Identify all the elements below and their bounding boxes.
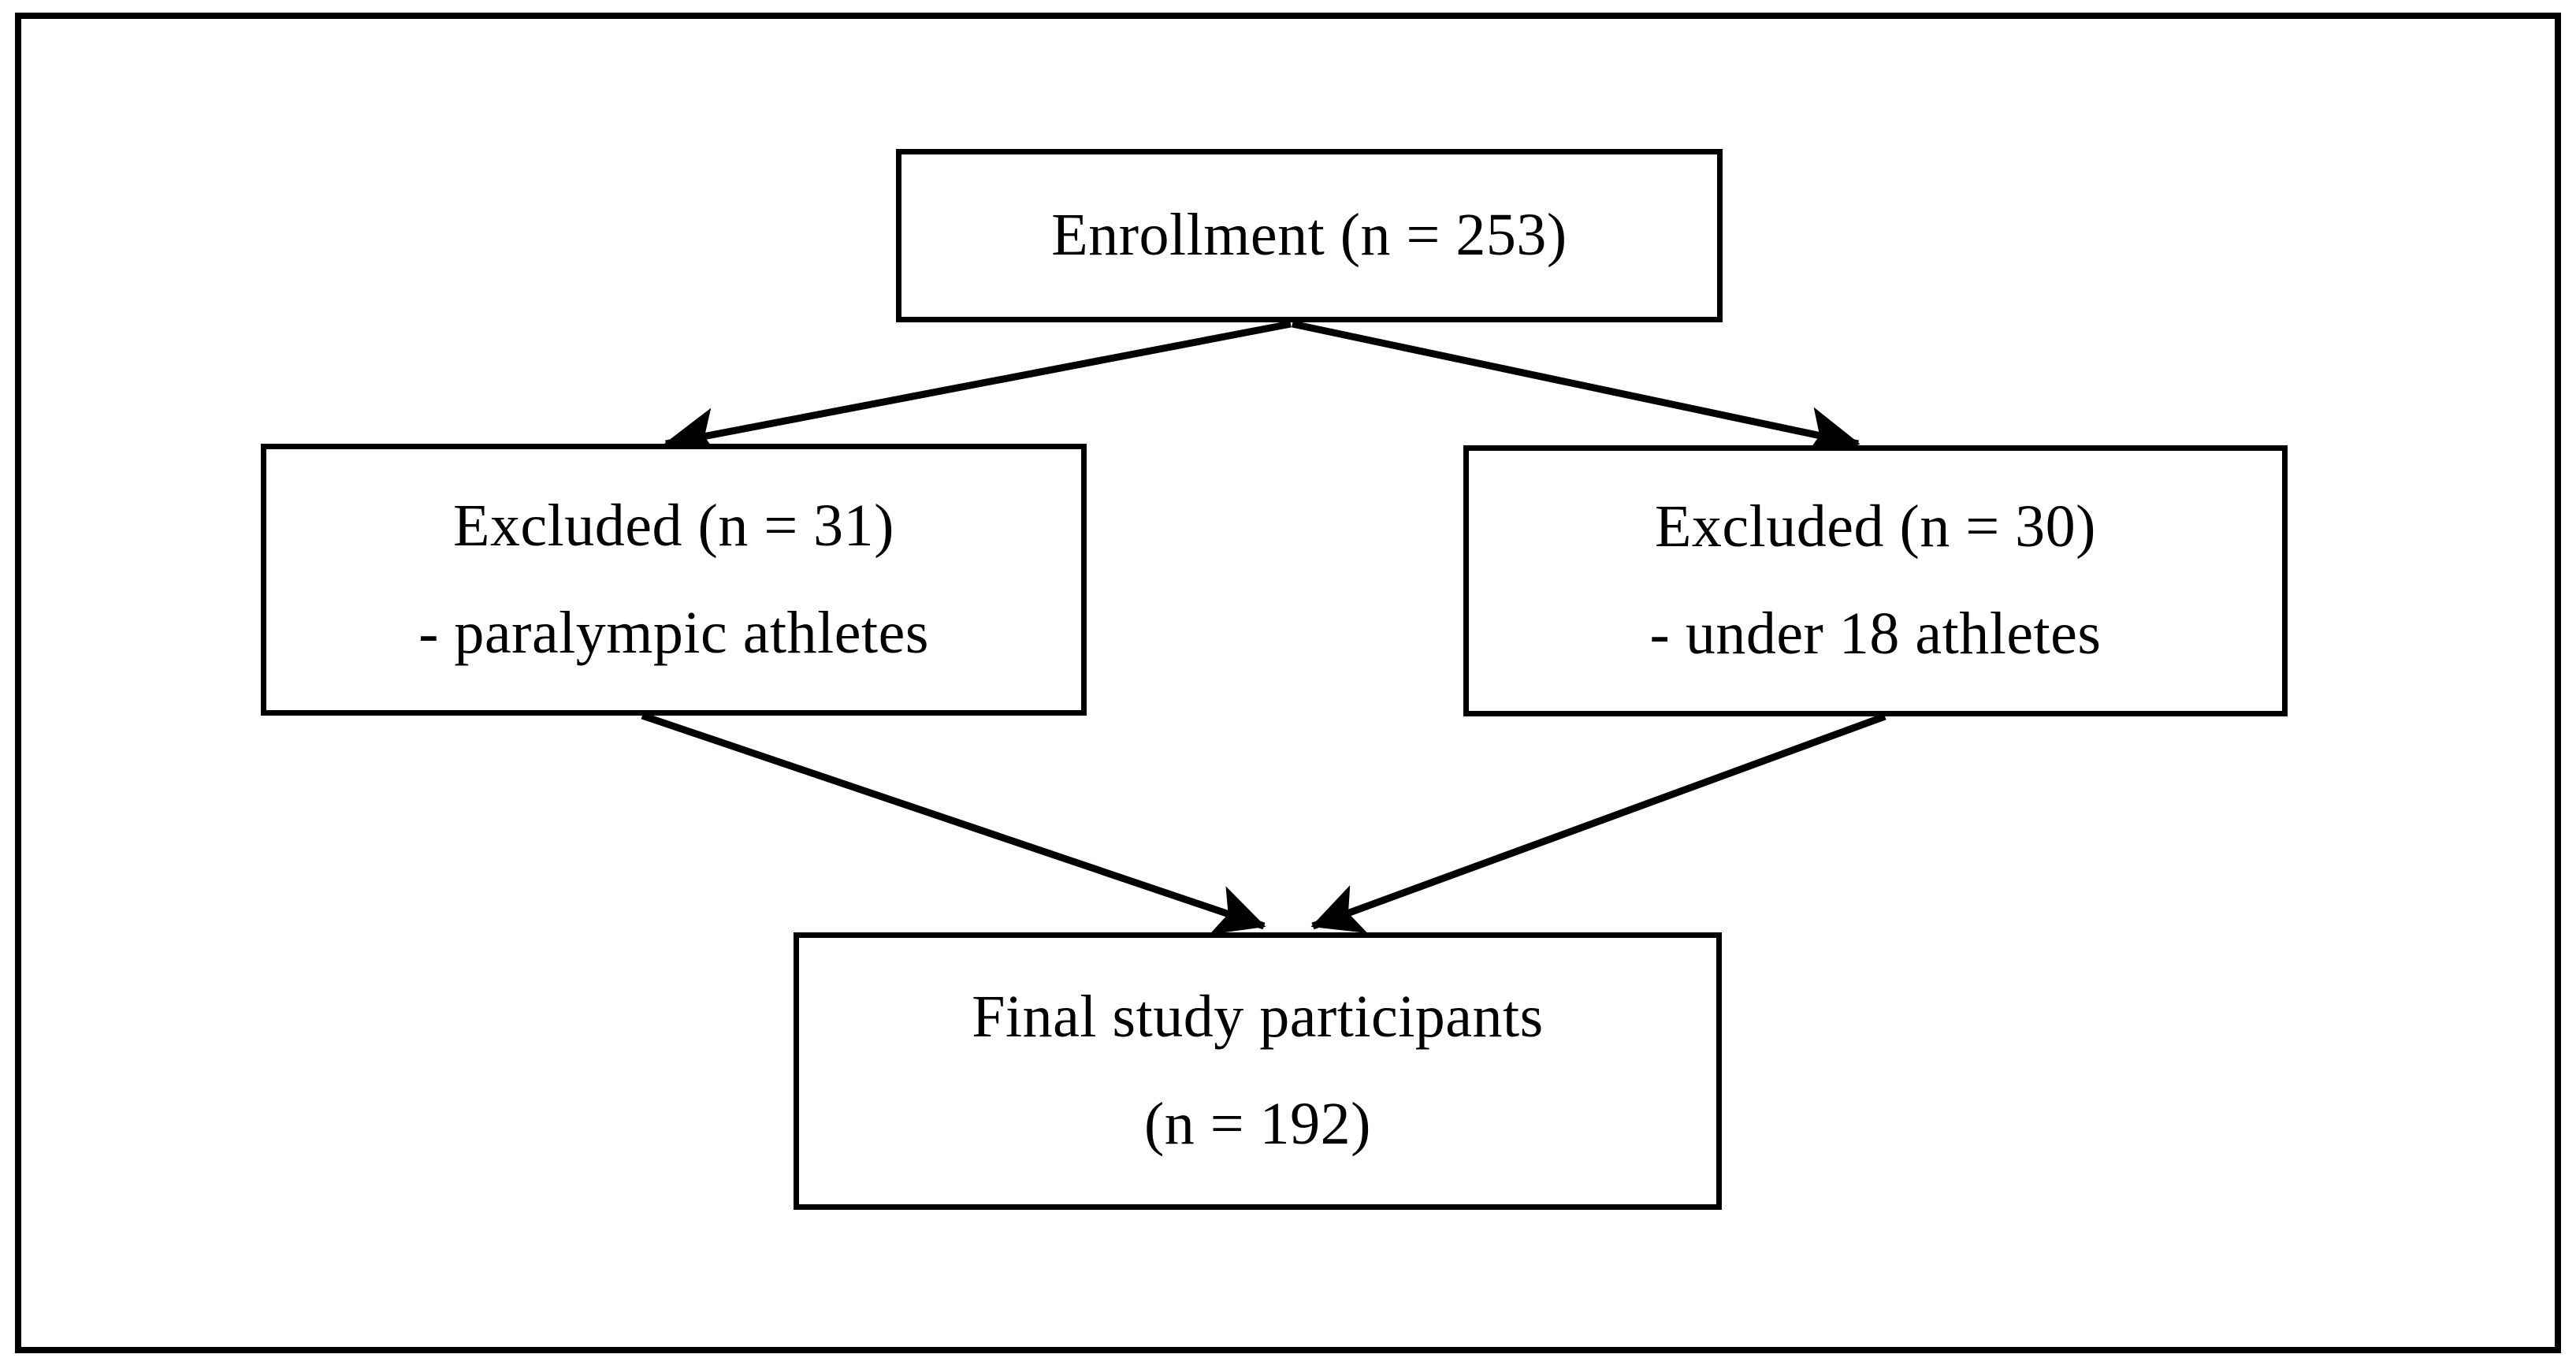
arrow-excluded-left-to-final xyxy=(641,712,1266,935)
figure-outer-frame xyxy=(15,13,2561,1353)
node-excluded-paralympic: Excluded (n = 31) - paralympic athletes xyxy=(261,444,1087,716)
node-final-participants-line-1: Final study participants xyxy=(972,984,1544,1051)
arrow-enrollment-to-excluded-left xyxy=(664,320,1292,460)
node-final-participants-line-2: (n = 192) xyxy=(1144,1091,1371,1157)
node-excluded-under18-line-2: - under 18 athletes xyxy=(1649,601,2102,667)
node-enrollment-line-1: Enrollment (n = 253) xyxy=(1051,202,1567,269)
node-excluded-paralympic-line-1: Excluded (n = 31) xyxy=(453,492,894,559)
node-excluded-under18-line-1: Excluded (n = 30) xyxy=(1655,493,2096,560)
arrow-enrollment-to-excluded-right xyxy=(1292,320,1860,459)
node-excluded-paralympic-line-2: - paralympic athletes xyxy=(418,599,929,666)
node-final-participants: Final study participants (n = 192) xyxy=(794,932,1722,1210)
node-excluded-under18: Excluded (n = 30) - under 18 athletes xyxy=(1463,445,2288,716)
node-enrollment: Enrollment (n = 253) xyxy=(896,149,1723,322)
arrow-excluded-right-to-final xyxy=(1310,712,1886,934)
